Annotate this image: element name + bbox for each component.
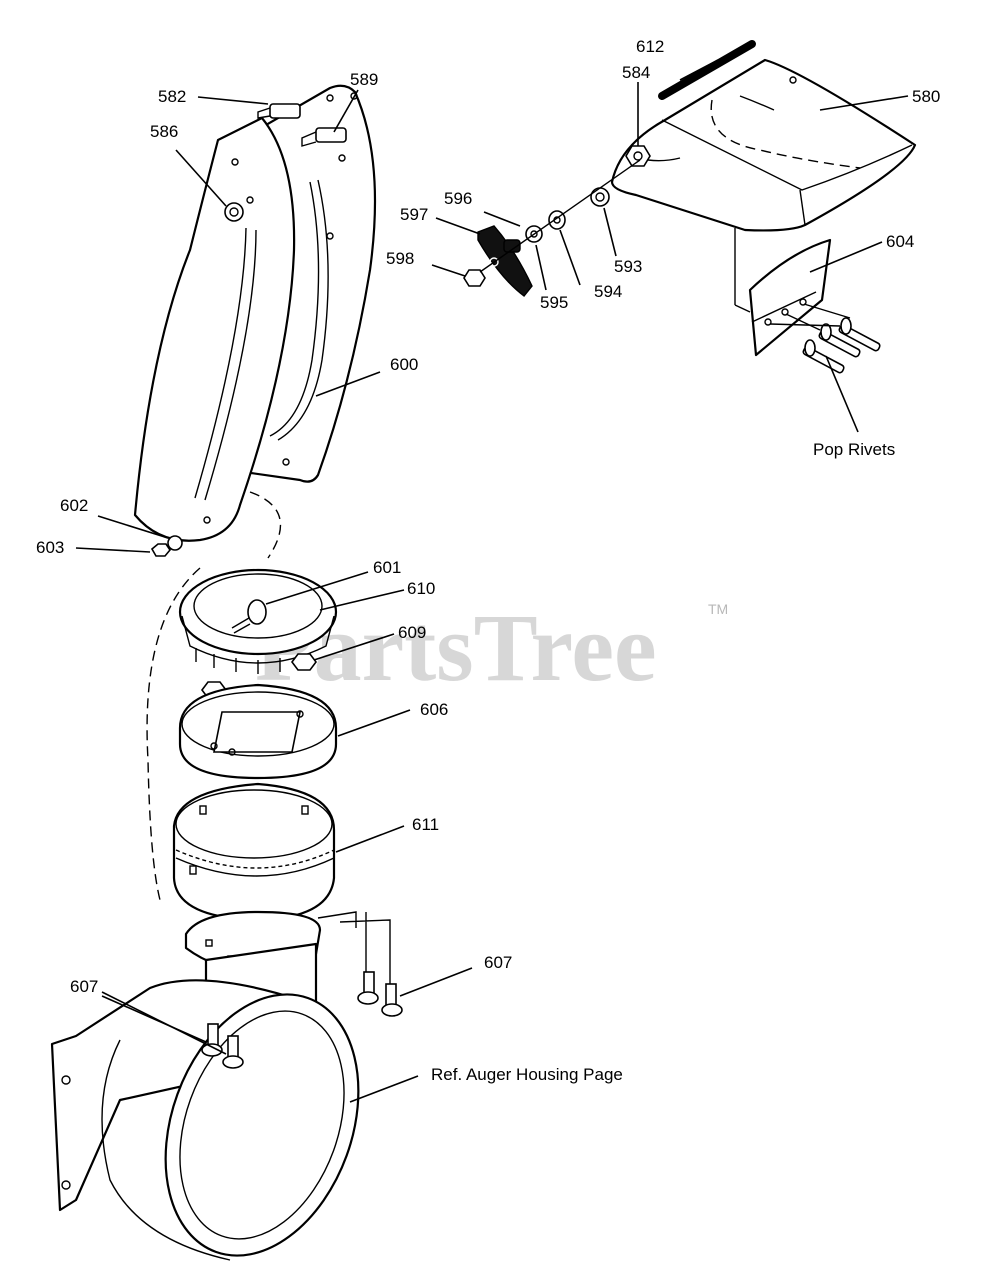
label-580: 580	[912, 87, 940, 106]
label-604: 604	[886, 232, 914, 251]
label-607-right: 607	[484, 953, 512, 972]
washer-595	[525, 225, 543, 243]
label-610: 610	[407, 579, 435, 598]
nut-598	[463, 269, 486, 287]
chute-extension-600	[133, 84, 377, 559]
plate-606	[178, 683, 338, 780]
label-606: 606	[420, 700, 448, 719]
label-586: 586	[150, 122, 178, 141]
knob-596-597	[477, 225, 533, 297]
label-611: 611	[412, 815, 439, 834]
label-582: 582	[158, 87, 186, 106]
label-594: 594	[594, 282, 622, 301]
gear-ring-611	[172, 782, 336, 922]
label-602: 602	[60, 496, 88, 515]
rotation-path	[146, 567, 201, 901]
label-597: 597	[400, 205, 428, 224]
label-598: 598	[386, 249, 414, 268]
label-607-left: 607	[70, 977, 98, 996]
label-600: 600	[390, 355, 418, 374]
label-596: 596	[444, 189, 472, 208]
watermark-trademark: TM	[708, 601, 728, 617]
washer-593	[590, 187, 610, 207]
support-plate-604	[734, 228, 832, 357]
bolts-582-589	[257, 103, 347, 147]
bolts-607-right	[317, 911, 403, 1017]
chute-base	[50, 942, 360, 1261]
bolts-607-left	[201, 1023, 244, 1069]
label-612: 612	[636, 37, 664, 56]
label-ref-auger: Ref. Auger Housing Page	[431, 1065, 623, 1084]
label-603: 603	[36, 538, 64, 557]
label-589: 589	[350, 70, 378, 89]
pop-rivets	[769, 303, 881, 374]
label-595: 595	[540, 293, 568, 312]
callout-labels: 582 589 586 612 584 580 596 597 598 595 …	[36, 37, 940, 1084]
leader-lines	[75, 59, 909, 1103]
label-601: 601	[373, 558, 401, 577]
bolt-601	[231, 599, 267, 634]
label-593: 593	[614, 257, 642, 276]
handle-612	[658, 40, 756, 100]
label-584: 584	[622, 63, 650, 82]
nut-washer-602-603	[150, 535, 183, 557]
washer-586	[224, 202, 244, 222]
deflector-580	[610, 58, 917, 232]
label-pop-rivets: Pop Rivets	[813, 440, 895, 459]
nut-584	[625, 145, 651, 167]
label-609: 609	[398, 623, 426, 642]
